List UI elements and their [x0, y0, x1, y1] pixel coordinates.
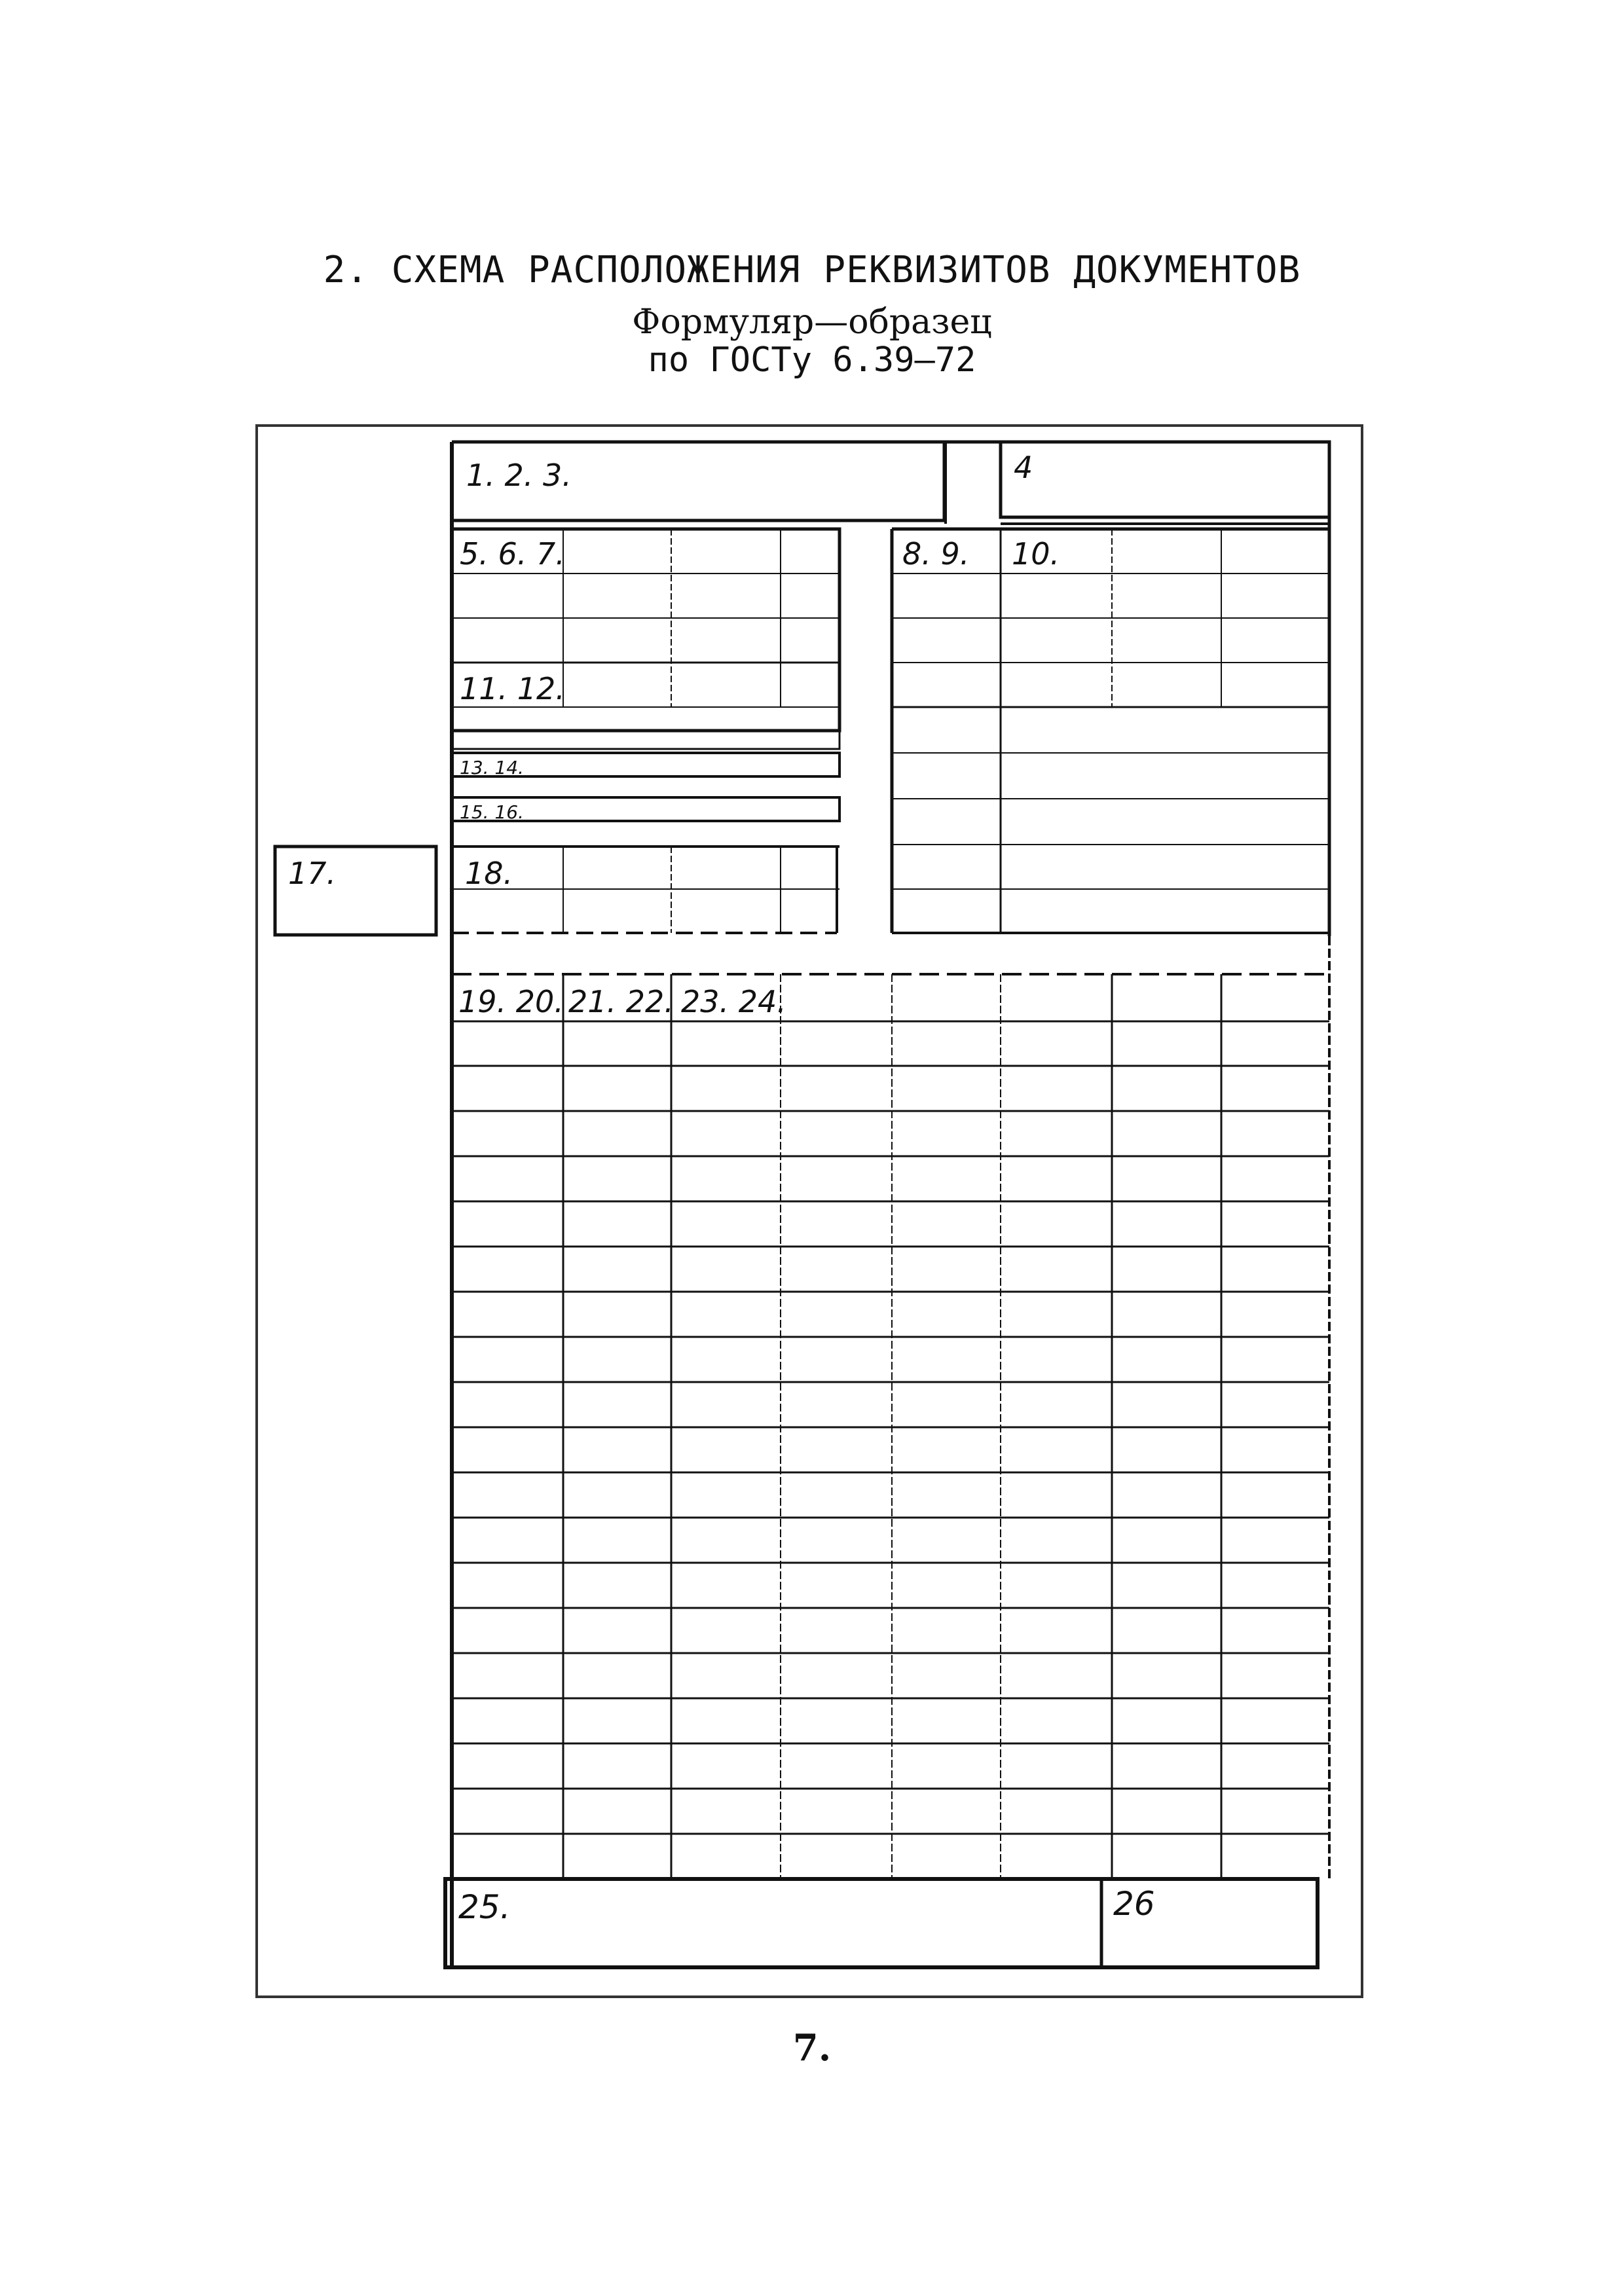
page-heading: 2. СХЕМА РАСПОЛОЖЕНИЯ РЕКВИЗИТОВ ДОКУМЕН…: [323, 249, 1301, 291]
label-19-20: 19. 20.: [458, 984, 564, 1019]
label-4: 4: [1014, 450, 1033, 485]
field-1-2-3-block: [450, 440, 1329, 524]
label-5-6-7: 5. 6. 7.: [460, 536, 565, 572]
page-frame: [255, 424, 1363, 1998]
label-1-2-3: 1. 2. 3.: [466, 458, 572, 493]
label-8-9: 8. 9.: [902, 536, 969, 572]
field-8-10-block: [890, 442, 1331, 936]
text-body-grid: [450, 442, 1331, 1967]
label-10: 10.: [1012, 536, 1060, 572]
field-11-12-bottom-strip: [451, 729, 841, 750]
page-number: 7.: [792, 2026, 832, 2069]
field-17-block: [273, 845, 438, 937]
field-25-26-block: [443, 1877, 1320, 1969]
label-25: 25.: [458, 1888, 511, 1926]
label-21-22: 21. 22.: [568, 984, 674, 1019]
field-18-block: [452, 845, 840, 934]
label-26: 26: [1113, 1885, 1155, 1923]
label-23-24: 23. 24.: [681, 984, 786, 1019]
label-13-14: 13. 14.: [460, 757, 524, 778]
label-15-16: 15. 16.: [460, 801, 524, 823]
label-11-12: 11. 12.: [460, 671, 565, 706]
label-18: 18.: [465, 856, 513, 891]
field-4-block: [999, 440, 1331, 519]
standard-reference: по ГОСТу 6.39—72: [648, 340, 976, 380]
label-17: 17.: [288, 856, 336, 891]
form-subtitle: Формуляр—образец: [632, 302, 992, 342]
